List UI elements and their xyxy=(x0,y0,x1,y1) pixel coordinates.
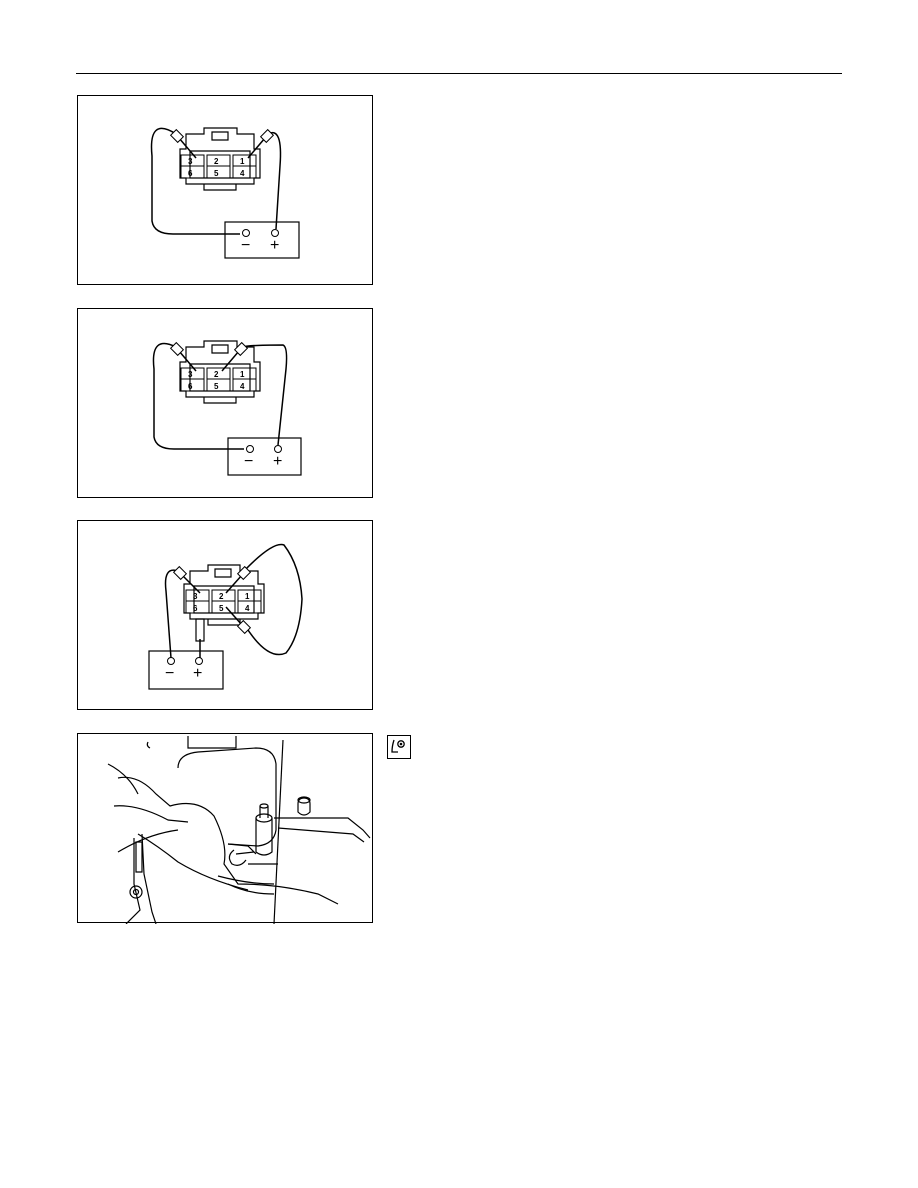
pin-label-5: 5 xyxy=(214,382,219,391)
connector-test-figure-3: 3 2 1 6 5 4 − + xyxy=(77,520,373,710)
pin-label-1: 1 xyxy=(240,157,245,166)
pin-label-4: 4 xyxy=(240,382,245,391)
eye-symbol-icon xyxy=(391,739,405,753)
connector-diagram-1: 3 2 1 6 5 4 − + xyxy=(150,127,300,259)
pin-label-2: 2 xyxy=(214,157,219,166)
connector-diagram-3: 3 2 1 6 5 4 − + xyxy=(148,543,303,690)
inspection-eye-icon xyxy=(387,735,411,759)
pin-label-3: 3 xyxy=(188,370,193,379)
connector-test-figure-2: 3 2 1 6 5 4 − + xyxy=(77,308,373,498)
battery-negative-sign: − xyxy=(244,453,253,470)
pin-label-3: 3 xyxy=(188,157,193,166)
pin-label-6: 6 xyxy=(188,169,193,178)
pin-label-6: 6 xyxy=(188,382,193,391)
connector-test-figure-1: 3 2 1 6 5 4 − + xyxy=(77,95,373,285)
battery-positive-sign: + xyxy=(270,237,279,254)
pin-label-3: 3 xyxy=(193,592,198,601)
header-rule xyxy=(76,73,842,74)
installation-illustration xyxy=(77,733,373,924)
battery-negative-sign: − xyxy=(241,237,250,254)
battery-negative-sign: − xyxy=(165,665,174,682)
pin-label-5: 5 xyxy=(219,604,224,613)
connector-diagram-2: 3 2 1 6 5 4 − + xyxy=(152,340,302,476)
pin-label-6: 6 xyxy=(193,604,198,613)
pin-label-2: 2 xyxy=(214,370,219,379)
pin-label-2: 2 xyxy=(219,592,224,601)
pin-label-4: 4 xyxy=(245,604,250,613)
pin-label-4: 4 xyxy=(240,169,245,178)
battery-positive-sign: + xyxy=(193,665,202,682)
pin-label-1: 1 xyxy=(240,370,245,379)
battery-positive-sign: + xyxy=(273,453,282,470)
washer-motor-illustration xyxy=(107,736,371,924)
pin-label-1: 1 xyxy=(245,592,250,601)
pin-label-5: 5 xyxy=(214,169,219,178)
